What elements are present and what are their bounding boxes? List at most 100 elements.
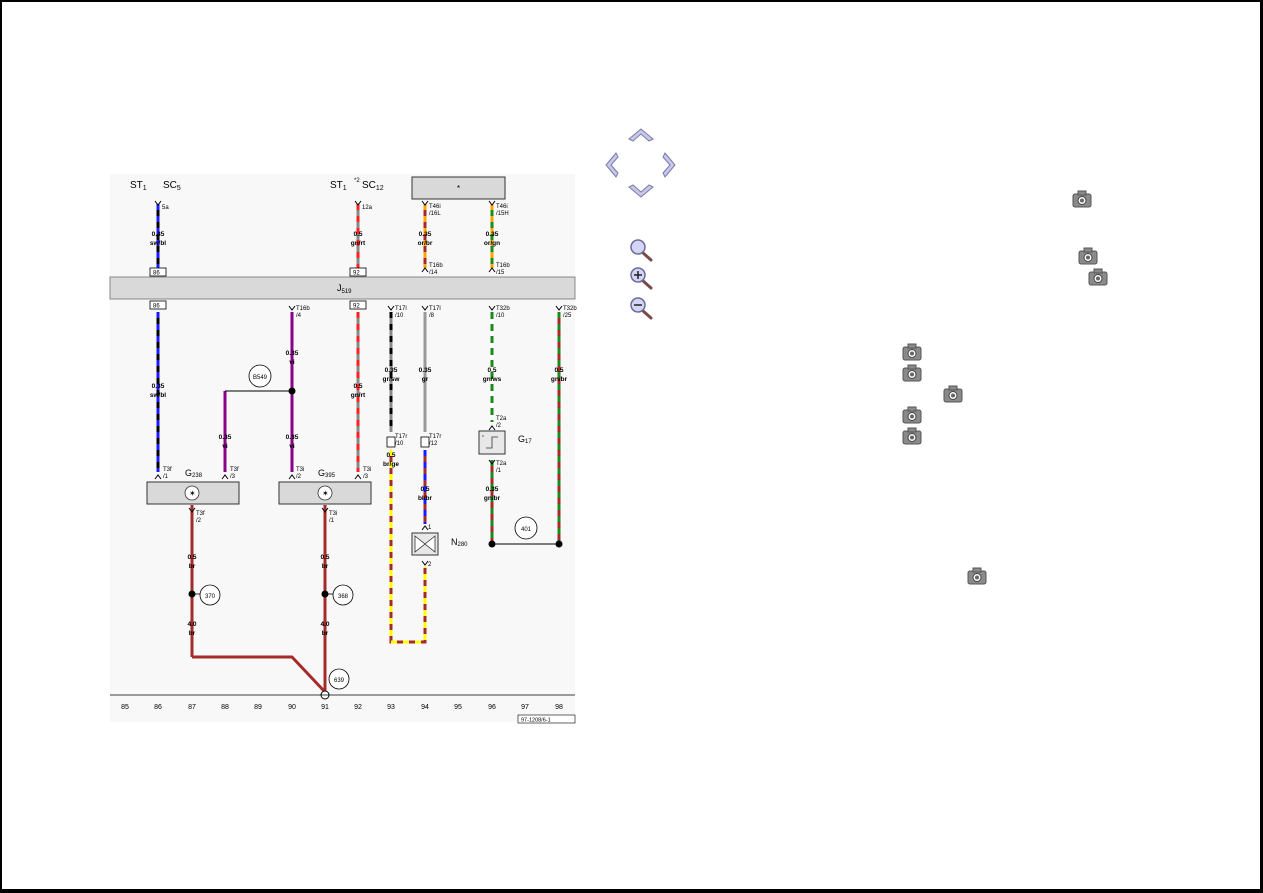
pin-label: T16b xyxy=(429,263,443,269)
wire-label-color: br xyxy=(322,563,329,570)
pin-label: /15 xyxy=(496,270,505,276)
track-number: 87 xyxy=(188,704,196,711)
photo-button[interactable] xyxy=(902,364,922,382)
camera-icon xyxy=(902,406,922,424)
connection-401 xyxy=(514,516,538,540)
component-g395-label: G395 xyxy=(318,468,336,479)
wire-label-color: sw/bl xyxy=(150,392,166,399)
camera-icon xyxy=(1072,190,1092,208)
pan-up-button[interactable] xyxy=(626,126,656,142)
connection-b549-label: B549 xyxy=(253,375,268,381)
track-number: 94 xyxy=(421,704,429,711)
wire-label-gauge: 0.35 xyxy=(419,367,432,374)
wire-label-color: gn/br xyxy=(484,495,501,502)
chevron-left-icon xyxy=(605,152,619,178)
photo-button[interactable] xyxy=(1088,268,1108,286)
pin-label: T17l xyxy=(429,306,441,312)
wire-label-color: vi xyxy=(289,359,295,366)
pin-label: T3f xyxy=(230,467,239,473)
pin-label: /2 xyxy=(296,474,302,480)
wire-label-color: br xyxy=(189,630,196,637)
photo-button[interactable] xyxy=(1072,190,1092,208)
connection-368 xyxy=(332,584,354,606)
track-number: 86 xyxy=(154,704,162,711)
wire-label-color: sw/bl xyxy=(150,240,166,247)
pin-label: T32b xyxy=(496,306,510,312)
junction-node xyxy=(288,387,296,395)
pin-label: T17r xyxy=(429,434,441,440)
track-number: 91 xyxy=(321,704,329,711)
sc12-label: SC12 xyxy=(362,180,384,192)
track-numbers: 85 86 87 88 89 90 91 92 93 94 95 96 97 9… xyxy=(121,704,563,711)
wire-label-color: gn/br xyxy=(551,376,568,383)
pin-label: 1 xyxy=(428,525,432,531)
track-number: 95 xyxy=(454,704,462,711)
wire-label-gauge: 0.35 xyxy=(385,367,398,374)
camera-icon xyxy=(902,343,922,361)
wire-label-gauge: 0.5 xyxy=(353,231,362,238)
wire-label-color: br xyxy=(189,563,196,570)
wire-label-gauge: 4.0 xyxy=(187,621,196,628)
camera-icon xyxy=(902,427,922,445)
sensor-icon-g238 xyxy=(184,485,200,501)
chevron-right-icon xyxy=(662,152,676,178)
pin-label: /1 xyxy=(329,518,335,524)
connection-368-label: 368 xyxy=(338,594,349,600)
wire-label-color: bl/br xyxy=(418,495,433,502)
photo-button[interactable] xyxy=(902,343,922,361)
magnifier-icon xyxy=(630,239,653,262)
photo-button[interactable] xyxy=(967,567,987,585)
wire-br-ground xyxy=(192,655,327,694)
track-number: 90 xyxy=(288,704,296,711)
component-n280-label: N280 xyxy=(451,537,468,548)
valve-icon xyxy=(414,535,436,553)
control-unit-bar xyxy=(109,276,576,300)
photo-button[interactable] xyxy=(943,385,963,403)
doc-code: 97-1208/6-1 xyxy=(521,718,551,724)
zoom-fit-button[interactable] xyxy=(628,237,656,263)
wire-label-gauge: 0.5 xyxy=(320,554,329,561)
st1-label-2: ST1 xyxy=(330,180,347,192)
zoom-in-button[interactable] xyxy=(628,265,656,291)
pin-label: T17l xyxy=(395,306,407,312)
wire-label-color: gr xyxy=(422,376,429,383)
pin-label: 12a xyxy=(362,205,373,211)
pin-box-92-top xyxy=(349,267,367,277)
pin-label: /4 xyxy=(296,313,302,319)
chevron-up-icon xyxy=(628,128,654,142)
pin-label: /12 xyxy=(429,441,438,447)
photo-button[interactable] xyxy=(902,427,922,445)
pan-left-button[interactable] xyxy=(603,150,619,180)
wire-labels: 0.35 sw/bl 0.5 gn/rt 0.35 or/br 0.35 or/… xyxy=(150,231,568,637)
zoom-out-button[interactable] xyxy=(628,295,656,321)
wire-label-gauge: 0.5 xyxy=(487,367,496,374)
pan-down-button[interactable] xyxy=(626,184,656,200)
connection-639-label: 639 xyxy=(334,678,345,684)
photo-button[interactable] xyxy=(1078,247,1098,265)
sensor-symbol-g238: ✶ xyxy=(189,489,196,498)
connector-t17r-12 xyxy=(420,436,430,448)
top-component-box-label: * xyxy=(457,184,460,193)
pin-label: T2a xyxy=(496,461,507,467)
photo-button[interactable] xyxy=(902,406,922,424)
pin-label: /1 xyxy=(496,468,502,474)
track-number: 93 xyxy=(387,704,395,711)
pin-label: 5a xyxy=(162,205,169,211)
pin-label: /10 xyxy=(395,313,404,319)
wire-br-ge xyxy=(389,450,427,644)
pan-right-button[interactable] xyxy=(662,150,678,180)
pin-label: /25 xyxy=(563,313,572,319)
pin-label: /8 xyxy=(429,313,435,319)
wire-label-color: gn/rt xyxy=(351,392,366,399)
pin-arrows xyxy=(154,200,563,566)
pin-label: /2 xyxy=(196,518,202,524)
control-unit-label: J519 xyxy=(337,283,352,295)
track-number: 98 xyxy=(555,704,563,711)
pin-label: T2a xyxy=(496,416,507,422)
wire-label-gauge: 0.35 xyxy=(152,231,165,238)
pin-label: 2 xyxy=(428,562,432,568)
track-number: 85 xyxy=(121,704,129,711)
wire-label-gauge: 0.35 xyxy=(486,486,499,493)
connection-b549 xyxy=(248,364,272,388)
